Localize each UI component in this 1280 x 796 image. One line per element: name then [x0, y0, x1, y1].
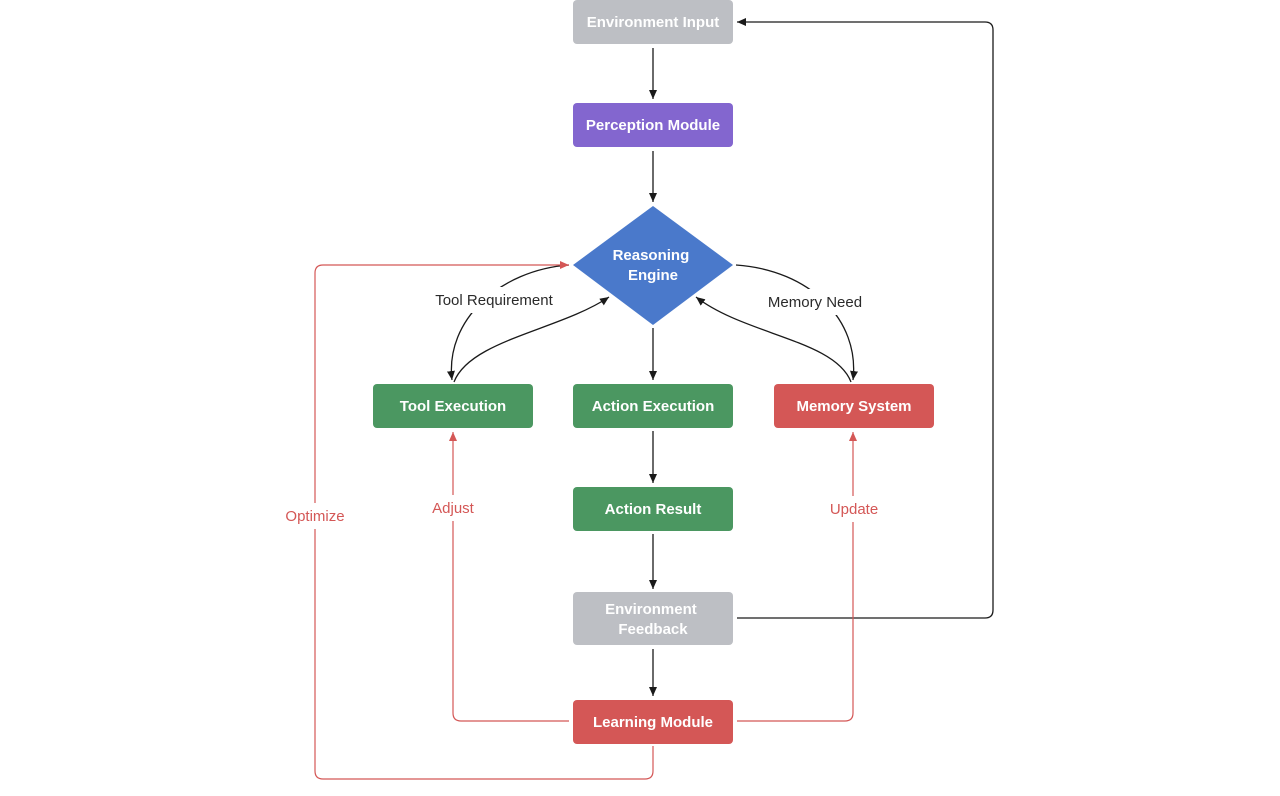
edge-learning-to-tool-adjust	[449, 432, 569, 722]
edge-tool-to-reasoning	[453, 296, 610, 383]
node-reasoning-engine-line-1: Reasoning	[613, 247, 690, 264]
node-reasoning-engine-line-2: Engine	[628, 267, 678, 284]
edge-label-memory-need: Memory Need	[768, 294, 862, 311]
edge-learning-to-memory-update	[737, 432, 857, 722]
node-perception-module: Perception Module	[573, 103, 733, 147]
node-memory-system: Memory System	[774, 384, 934, 428]
node-tool-execution: Tool Execution	[373, 384, 533, 428]
edge-labels: Tool Requirement Memory Need Optimize Ad…	[282, 287, 881, 529]
node-reasoning-engine-diamond	[573, 206, 733, 325]
node-perception-module-label: Perception Module	[586, 117, 720, 134]
node-environment-input-label: Environment Input	[587, 14, 720, 31]
node-memory-system-label: Memory System	[796, 398, 911, 415]
node-environment-feedback-line-2: Feedback	[618, 621, 688, 638]
node-action-result-box	[573, 487, 733, 531]
learning-edges	[314, 261, 857, 780]
edge-learning-to-reasoning-optimize	[314, 261, 654, 780]
node-memory-system-box	[774, 384, 934, 428]
node-environment-input-box	[573, 0, 733, 44]
node-action-execution-label: Action Execution	[592, 398, 715, 415]
node-reasoning-engine-label: Reasoning Engine	[613, 247, 694, 284]
node-learning-module: Learning Module	[573, 700, 733, 744]
edge-label-update: Update	[830, 501, 878, 518]
node-environment-feedback-line-1: Environment	[605, 601, 697, 618]
node-learning-module-box	[573, 700, 733, 744]
node-action-execution-box	[573, 384, 733, 428]
node-perception-module-box	[573, 103, 733, 147]
node-action-execution: Action Execution	[573, 384, 733, 428]
node-tool-execution-box	[373, 384, 533, 428]
node-environment-feedback-box	[573, 592, 733, 645]
edge-label-adjust: Adjust	[432, 500, 475, 517]
edge-label-tool-requirement: Tool Requirement	[435, 292, 553, 309]
node-reasoning-engine: Reasoning Engine	[573, 206, 733, 325]
edge-memory-to-reasoning	[695, 296, 852, 383]
edge-feedback-to-input	[737, 18, 994, 619]
node-learning-module-label: Learning Module	[593, 714, 713, 731]
node-action-result: Action Result	[573, 487, 733, 531]
node-environment-input: Environment Input	[573, 0, 733, 44]
node-action-result-label: Action Result	[605, 501, 702, 518]
node-tool-execution-label: Tool Execution	[400, 398, 506, 415]
node-environment-feedback-label: Environment Feedback	[605, 601, 701, 638]
edge-label-optimize: Optimize	[285, 508, 344, 525]
node-environment-feedback: Environment Feedback	[573, 592, 733, 645]
